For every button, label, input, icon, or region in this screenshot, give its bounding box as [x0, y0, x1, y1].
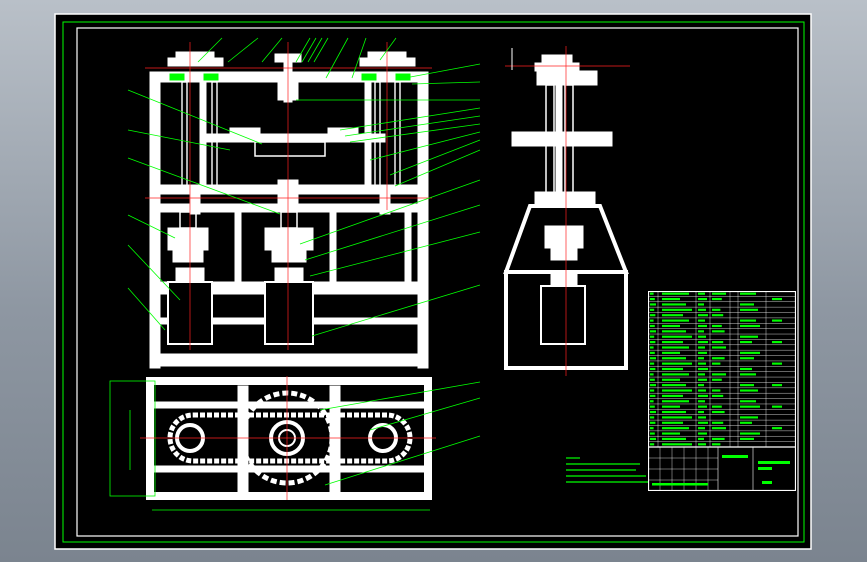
bom-row	[648, 436, 796, 441]
bom-row	[648, 409, 796, 414]
bom-row	[648, 414, 796, 419]
bom-row	[648, 312, 796, 317]
bom-row	[648, 393, 796, 397]
title-block-name-mark	[722, 455, 748, 458]
bom-row	[648, 441, 796, 446]
title-block-drawing-mark	[758, 461, 790, 464]
bom-row	[648, 328, 796, 333]
bom-row	[648, 291, 796, 295]
front-view	[149, 51, 429, 369]
bom-row	[648, 355, 796, 360]
side-view-centerlines	[505, 46, 630, 376]
bom-row	[648, 430, 796, 435]
bom-table	[648, 291, 796, 491]
bom-row	[648, 317, 796, 322]
bom-row	[648, 366, 796, 371]
bom-row	[648, 339, 796, 344]
side-view	[503, 54, 629, 370]
bom-row	[648, 296, 796, 301]
front-view-centerlines	[145, 42, 432, 350]
bom-row	[648, 382, 796, 387]
bom-row	[648, 301, 796, 306]
bom-row	[648, 387, 796, 392]
bom-row	[648, 360, 796, 365]
leader-lines	[127, 37, 481, 486]
bom-row	[648, 371, 796, 376]
bom-row	[648, 398, 796, 403]
bom-row	[648, 376, 796, 381]
bom-row	[648, 333, 796, 338]
bom-row	[648, 349, 796, 354]
bom-row	[648, 323, 796, 328]
inner-frame	[62, 21, 805, 543]
bom-row	[648, 425, 796, 430]
top-view-centerlines	[140, 376, 436, 500]
bom-row	[648, 306, 796, 311]
technical-notes	[566, 457, 648, 483]
bom-row	[648, 419, 796, 424]
bom-row	[648, 403, 796, 408]
bom-row	[648, 344, 796, 349]
